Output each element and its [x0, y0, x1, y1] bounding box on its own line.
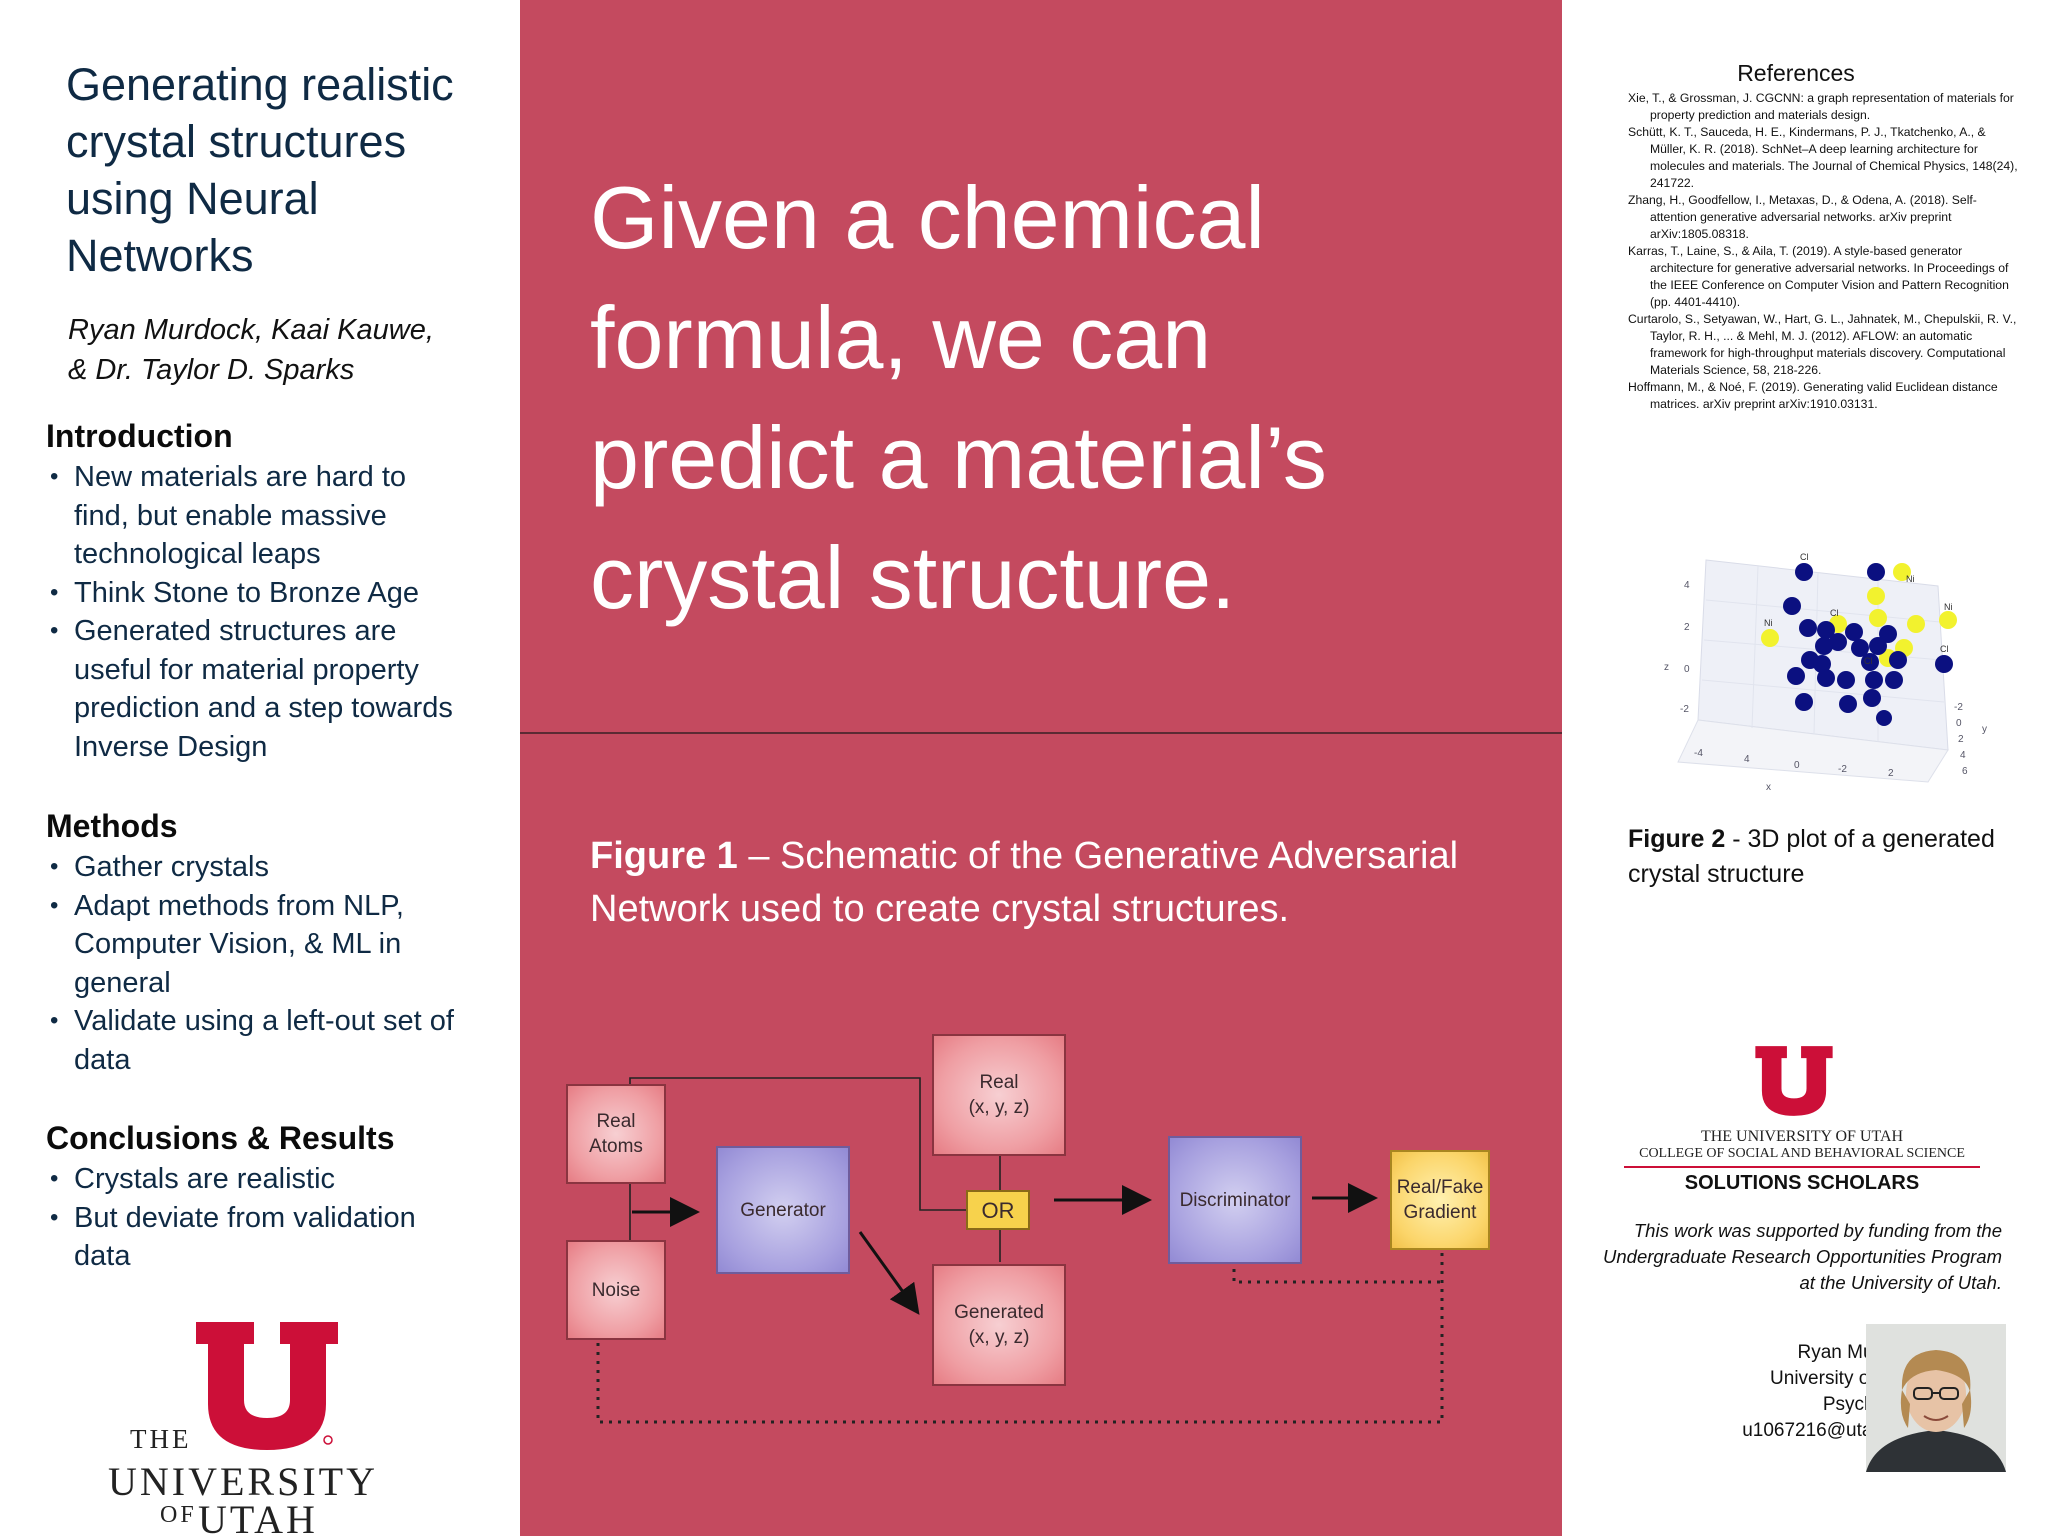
real-fake-line-1: Real/Fake: [1396, 1177, 1484, 1198]
figure-2-text: - 3D plot of a generated crystal structu…: [1628, 825, 1995, 888]
authors: Ryan Murdock, Kaai Kauwe, & Dr. Taylor D…: [68, 310, 488, 390]
left-column: Generating realistic crystal structures …: [0, 0, 520, 1536]
list-item: Adapt methods from NLP, Computer Vision,…: [50, 887, 460, 1003]
real-fake-line-2: Gradient: [1403, 1202, 1477, 1223]
real-xyz-box: Real (x, y, z): [932, 1034, 1066, 1156]
discriminator-box: Discriminator: [1168, 1136, 1302, 1264]
authors-line-1: Ryan Murdock, Kaai Kauwe,: [68, 314, 434, 346]
generated-xyz-box: Generated (x, y, z): [932, 1264, 1066, 1386]
atom-label-cl: Cl: [1830, 608, 1839, 618]
references-heading: References: [1737, 60, 1855, 86]
atom-label-ni: Ni: [1944, 602, 1953, 612]
solutions-logo-rule: [1624, 1166, 1980, 1168]
methods-heading: Methods: [46, 808, 178, 844]
poster-title: Generating realistic crystal structures …: [66, 59, 454, 281]
real-xyz-line-2: (x, y, z): [968, 1097, 1030, 1118]
introduction-heading: Introduction: [46, 418, 233, 454]
divider: [520, 732, 1562, 734]
or-box: OR: [966, 1190, 1030, 1230]
z-tick: 2: [1684, 622, 1690, 633]
authors-line-2: & Dr. Taylor D. Sparks: [68, 354, 355, 386]
y-tick: 0: [1956, 718, 1962, 729]
center-panel: Given a chemical formula, we can predict…: [520, 0, 1562, 1536]
utah-u-logo-icon: [196, 1322, 338, 1450]
logo-utah: UTAH: [198, 1497, 318, 1536]
z-tick: -2: [1680, 704, 1689, 715]
x-tick: -2: [1838, 764, 1847, 775]
figure-1-caption: Figure 1 – Schematic of the Generative A…: [590, 830, 1530, 936]
y-tick: 6: [1962, 766, 1968, 777]
real-xyz-line-1: Real: [979, 1072, 1019, 1093]
figure-2-caption: Figure 2 - 3D plot of a generated crysta…: [1628, 822, 2028, 892]
generated-xyz-line-2: (x, y, z): [968, 1327, 1030, 1348]
list-item: Validate using a left-out set of data: [50, 1002, 460, 1079]
x-axis-label: x: [1766, 782, 1771, 793]
atom-label-cl: Cl: [1864, 656, 1873, 666]
list-item: Think Stone to Bronze Age: [50, 574, 460, 613]
list-item: New materials are hard to find, but enab…: [50, 458, 460, 574]
noise-box: Noise: [566, 1240, 666, 1340]
reference-item: Zhang, H., Goodfellow, I., Metaxas, D., …: [1628, 193, 1977, 241]
solutions-logo-line-1: THE UNIVERSITY OF UTAH: [1700, 1128, 1904, 1145]
figure-2-label: Figure 2: [1628, 825, 1726, 853]
real-atoms-line-2: Atoms: [589, 1136, 643, 1157]
list-item: But deviate from validation data: [50, 1199, 460, 1276]
atom-label-cl: Cl: [1940, 644, 1949, 654]
reference-item: Xie, T., & Grossman, J. CGCNN: a graph r…: [1628, 91, 2014, 122]
z-tick: 0: [1684, 664, 1690, 675]
x-tick: -4: [1694, 748, 1703, 759]
logo-of: OF: [160, 1502, 197, 1528]
reference-item: Karras, T., Laine, S., & Aila, T. (2019)…: [1628, 244, 2009, 309]
reference-item: Schütt, K. T., Sauceda, H. E., Kinderman…: [1628, 125, 2018, 190]
generated-xyz-line-1: Generated: [954, 1302, 1044, 1323]
references-list: Xie, T., & Grossman, J. CGCNN: a graph r…: [1628, 90, 2018, 413]
reference-item: Curtarolo, S., Setyawan, W., Hart, G. L.…: [1628, 312, 2017, 377]
y-tick: 4: [1960, 750, 1966, 761]
list-item: Crystals are realistic: [50, 1160, 460, 1199]
conclusions-list: Crystals are realistic But deviate from …: [50, 1160, 460, 1276]
x-tick: 4: [1744, 754, 1750, 765]
y-tick: -2: [1954, 702, 1963, 713]
x-tick: 0: [1794, 760, 1800, 771]
solutions-logo-line-2: COLLEGE OF SOCIAL AND BEHAVIORAL SCIENCE: [1639, 1146, 1965, 1161]
conclusions-heading: Conclusions & Results: [46, 1120, 395, 1156]
y-tick: 2: [1958, 734, 1964, 745]
figure-1-label: Figure 1: [590, 835, 738, 877]
funding-note: This work was supported by funding from …: [1603, 1220, 2002, 1293]
list-item: Gather crystals: [50, 848, 460, 887]
logo-the: THE: [130, 1424, 192, 1454]
list-item: Generated structures are useful for mate…: [50, 612, 460, 766]
generator-box: Generator: [716, 1146, 850, 1274]
atom-label-cl: Cl: [1800, 552, 1809, 562]
atom-label-ni: Ni: [1906, 574, 1915, 584]
logo-university: UNIVERSITY: [108, 1459, 378, 1504]
solutions-logo-line-3: SOLUTIONS SCHOLARS: [1684, 1172, 1920, 1194]
headline: Given a chemical formula, we can predict…: [590, 168, 1327, 627]
crystal-3d-plot: 4 2 0 -2 z -2 0 2 4 6 y -4 4 0 -2 2 x: [1664, 552, 1987, 793]
right-column: References Xie, T., & Grossman, J. CGCNN…: [1562, 0, 2048, 1536]
y-axis-label: y: [1982, 724, 1987, 735]
utah-u-small-logo-icon: [1755, 1046, 1833, 1116]
atom-label-ni: Ni: [1764, 618, 1773, 628]
reference-item: Hoffmann, M., & Noé, F. (2019). Generati…: [1628, 380, 1998, 411]
z-tick: 4: [1684, 580, 1690, 591]
x-tick: 2: [1888, 768, 1894, 779]
atoms-group: [1761, 563, 1957, 726]
author-photo: [1866, 1324, 2006, 1472]
introduction-list: New materials are hard to find, but enab…: [50, 458, 460, 766]
methods-list: Gather crystals Adapt methods from NLP, …: [50, 848, 460, 1079]
figure-1-text: – Schematic of the Generative Adversaria…: [590, 835, 1459, 930]
z-axis-label: z: [1664, 662, 1669, 673]
real-atoms-line-1: Real: [596, 1111, 636, 1132]
